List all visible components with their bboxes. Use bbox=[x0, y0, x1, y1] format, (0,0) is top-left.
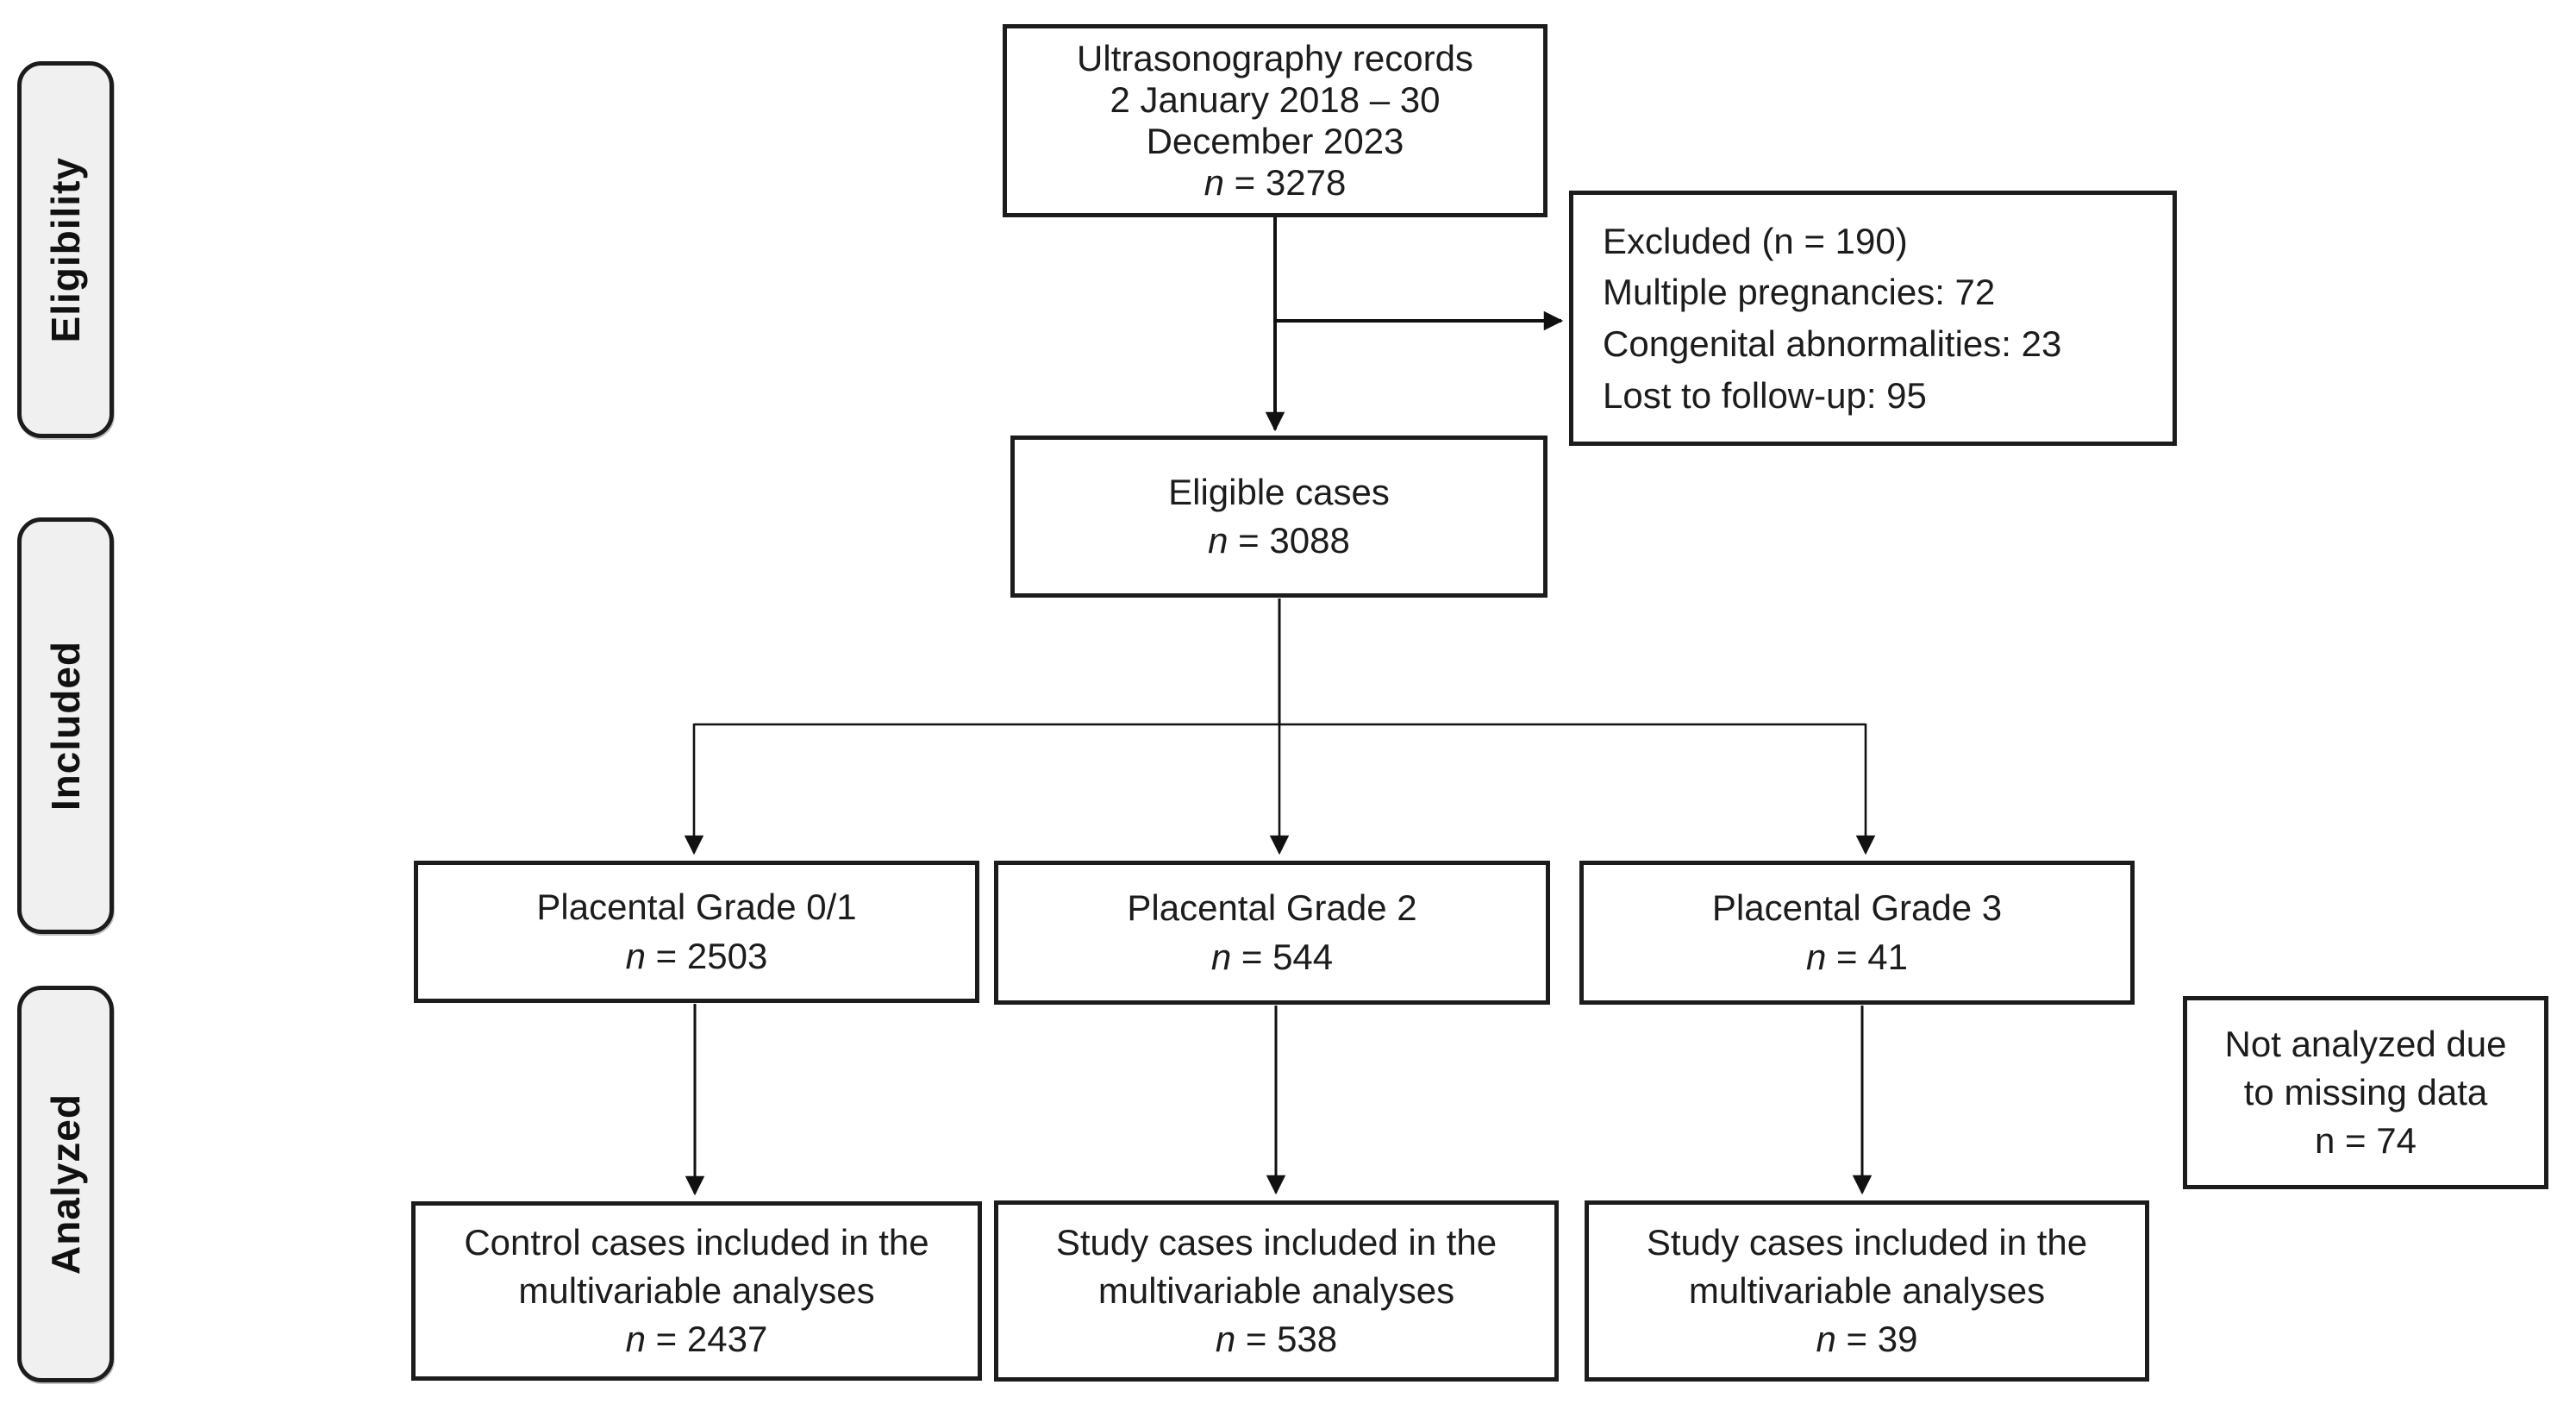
stage-analyzed-label: Analyzed bbox=[43, 1094, 88, 1275]
grade3-title: Placental Grade 3 bbox=[1711, 887, 2003, 929]
n-symbol: n bbox=[625, 935, 647, 976]
n-value: = 2437 bbox=[646, 1319, 768, 1360]
stage-eligibility: Eligibility bbox=[17, 61, 114, 438]
n-value: = 538 bbox=[1235, 1319, 1338, 1360]
n-symbol: n bbox=[1210, 936, 1232, 977]
n-symbol: n bbox=[1215, 1319, 1236, 1360]
box-eligible-cases: Eligible cases n = 3088 bbox=[1010, 436, 1547, 598]
n-value: = 3278 bbox=[1224, 161, 1347, 203]
excluded-reason-lost: Lost to follow-up: 95 bbox=[1603, 374, 1927, 416]
stage-included: Included bbox=[17, 517, 114, 934]
excluded-reason-congenital: Congenital abnormalities: 23 bbox=[1603, 323, 2062, 364]
stage-analyzed: Analyzed bbox=[17, 986, 114, 1382]
records-count: n = 3278 bbox=[1204, 162, 1347, 204]
box-placental-grade-3: Placental Grade 3 n = 41 bbox=[1579, 861, 2135, 1005]
records-title: Ultrasonography records bbox=[1077, 38, 1473, 79]
eligible-count: n = 3088 bbox=[1208, 517, 1350, 565]
records-date-end: December 2023 bbox=[1146, 121, 1404, 161]
n-value: = 2503 bbox=[646, 935, 768, 976]
study3-line2: multivariable analyses bbox=[1688, 1269, 2046, 1311]
n-value: = 41 bbox=[1826, 936, 1908, 977]
study2-line2: multivariable analyses bbox=[1097, 1269, 1455, 1311]
not-analyzed-line2: to missing data bbox=[2243, 1071, 2488, 1112]
box-ultrasonography-records: Ultrasonography records 2 January 2018 –… bbox=[1003, 24, 1547, 217]
control-line1: Control cases included in the bbox=[464, 1221, 929, 1263]
box-study-cases-grade2-analyzed: Study cases included in the multivariabl… bbox=[994, 1200, 1559, 1382]
excluded-title: Excluded (n = 190) bbox=[1603, 220, 1908, 261]
study3-line1: Study cases included in the bbox=[1646, 1221, 2088, 1263]
grade01-count: n = 2503 bbox=[626, 932, 768, 981]
grade01-title: Placental Grade 0/1 bbox=[536, 887, 857, 928]
control-line2: multivariable analyses bbox=[518, 1269, 875, 1311]
records-date-start: 2 January 2018 – 30 bbox=[1110, 79, 1441, 121]
box-excluded: Excluded (n = 190) Multiple pregnancies:… bbox=[1569, 191, 2177, 446]
eligible-title: Eligible cases bbox=[1168, 471, 1390, 512]
excluded-reason-multiple: Multiple pregnancies: 72 bbox=[1603, 272, 1996, 313]
n-symbol: n bbox=[625, 1319, 647, 1360]
box-placental-grade-0-1: Placental Grade 0/1 n = 2503 bbox=[414, 861, 979, 1003]
not-analyzed-count: n = 74 bbox=[2315, 1120, 2417, 1162]
box-control-cases-analyzed: Control cases included in the multivaria… bbox=[411, 1201, 982, 1381]
study2-line1: Study cases included in the bbox=[1055, 1221, 1497, 1263]
study3-count: n = 39 bbox=[1816, 1315, 1918, 1363]
grade2-count: n = 544 bbox=[1211, 933, 1333, 981]
n-value: = 3088 bbox=[1228, 520, 1350, 561]
n-symbol: n bbox=[1816, 1319, 1836, 1360]
n-symbol: n bbox=[1204, 161, 1225, 203]
control-count: n = 2437 bbox=[626, 1315, 768, 1363]
grade3-count: n = 41 bbox=[1806, 933, 1908, 981]
stage-eligibility-label: Eligibility bbox=[43, 156, 88, 343]
not-analyzed-line1: Not analyzed due bbox=[2224, 1023, 2507, 1064]
box-study-cases-grade3-analyzed: Study cases included in the multivariabl… bbox=[1585, 1200, 2149, 1382]
study2-count: n = 538 bbox=[1216, 1315, 1337, 1363]
n-value: = 39 bbox=[1835, 1319, 1918, 1360]
box-placental-grade-2: Placental Grade 2 n = 544 bbox=[994, 861, 1550, 1005]
n-value: = 544 bbox=[1231, 936, 1334, 977]
grade2-title: Placental Grade 2 bbox=[1127, 887, 1417, 929]
n-symbol: n bbox=[1208, 520, 1229, 561]
n-symbol: n bbox=[1806, 936, 1827, 977]
box-not-analyzed: Not analyzed due to missing data n = 74 bbox=[2183, 996, 2548, 1189]
stage-included-label: Included bbox=[43, 640, 88, 812]
